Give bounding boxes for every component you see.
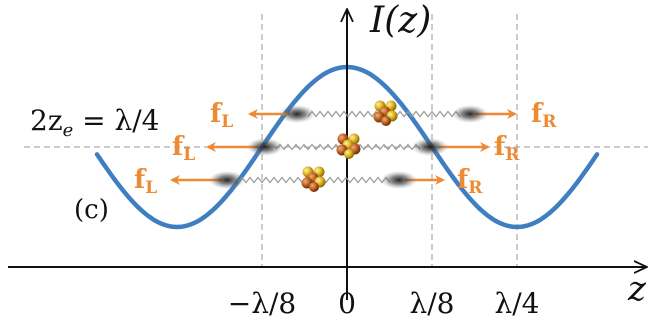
tick-label-lambda8: λ/8 — [410, 287, 455, 320]
particle-top-left — [279, 105, 315, 123]
force-label-left-middle: fL — [172, 132, 195, 165]
particle-middle-left — [247, 138, 283, 156]
particle-bottom-left — [209, 171, 245, 189]
tick-label-zero: 0 — [338, 287, 356, 320]
force-label-right-middle: fR — [494, 132, 520, 165]
guide-lines — [24, 14, 648, 266]
tick-label-lambda4: λ/4 — [495, 287, 540, 320]
cluster-middle — [336, 133, 361, 159]
cluster-bottom — [301, 166, 326, 192]
tick-label-neg-lambda8: −λ/8 — [228, 287, 296, 320]
x-axis-label: z — [627, 269, 647, 309]
particles — [209, 105, 488, 189]
panel-label: (c) — [74, 195, 109, 225]
force-labels: fL fR fL fR fL fR — [134, 99, 557, 198]
tick-labels: −λ/8 0 λ/8 λ/4 — [228, 287, 540, 320]
particle-bottom-right — [381, 171, 417, 189]
equation-label: 2ze = λ/4 — [30, 104, 160, 141]
cluster-top — [373, 100, 398, 126]
force-label-left-bottom: fL — [134, 165, 157, 198]
particle-middle-right — [412, 138, 448, 156]
y-axis-label: I(z) — [369, 0, 431, 41]
force-label-left-top: fL — [210, 99, 233, 132]
axes — [8, 10, 646, 300]
particle-top-right — [452, 105, 488, 123]
force-label-right-top: fR — [531, 99, 557, 132]
force-label-right-bottom: fR — [457, 165, 483, 198]
